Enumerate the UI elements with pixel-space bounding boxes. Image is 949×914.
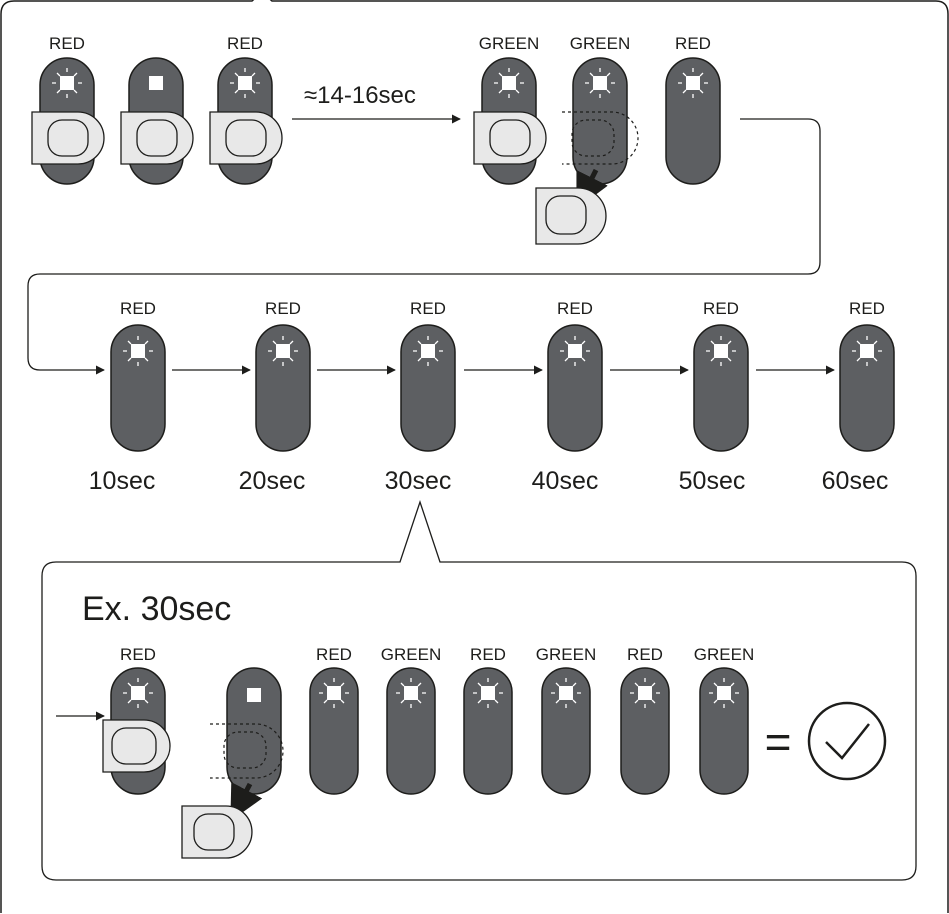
- mid-led-label-6: RED: [849, 299, 885, 318]
- time-label-5: 50sec: [679, 467, 746, 495]
- duration-label: ≈14-16sec: [304, 82, 416, 109]
- time-labels: 10sec 20sec 30sec 40sec 50sec 60sec: [89, 467, 889, 495]
- device-ex-7: [620, 667, 670, 795]
- finger-icon: [473, 111, 547, 165]
- time-label-4: 40sec: [532, 467, 599, 495]
- device-ex-4: [386, 667, 436, 795]
- ex-led-label-1: RED: [120, 645, 156, 664]
- device-mid-6: [839, 324, 895, 452]
- device-top-4: [473, 57, 547, 185]
- device-ex-5: [463, 667, 513, 795]
- finger-icon: [535, 187, 607, 245]
- device-top-6: [665, 57, 721, 185]
- device-mid-2: [255, 324, 311, 452]
- top-row: RED RED GREEN GREEN RED: [27, 34, 821, 375]
- led-flash-icon: [585, 68, 615, 98]
- device-mid-1: [110, 324, 166, 452]
- led-solid-icon: [149, 76, 163, 90]
- example-title: Ex. 30sec: [82, 590, 231, 628]
- top-led-label-3: RED: [227, 34, 263, 53]
- device-top-3: [209, 57, 283, 185]
- device-ex-8: [699, 667, 749, 795]
- example-callout: Ex. 30sec RED RED GREEN RED GREEN RED GR…: [41, 499, 917, 881]
- mid-led-label-1: RED: [120, 299, 156, 318]
- time-label-6: 60sec: [822, 467, 889, 495]
- led-flash-icon: [494, 68, 524, 98]
- device-mid-5: [693, 324, 749, 452]
- device-ex-3: [309, 667, 359, 795]
- ex-led-label-7: RED: [627, 645, 663, 664]
- released-finger-outline: [210, 723, 284, 779]
- device-top-1: [31, 57, 105, 185]
- top-led-label-5: GREEN: [570, 34, 630, 53]
- top-led-label-1: RED: [49, 34, 85, 53]
- device-ex-1: [102, 667, 171, 795]
- mid-led-label-5: RED: [703, 299, 739, 318]
- finger-icon: [181, 805, 253, 859]
- checkmark-circle-icon: [807, 701, 887, 781]
- led-flash-icon: [52, 68, 82, 98]
- device-ex-2: [181, 667, 284, 859]
- top-led-label-6: RED: [675, 34, 711, 53]
- ex-led-label-6: GREEN: [536, 645, 596, 664]
- mid-led-label-2: RED: [265, 299, 301, 318]
- ex-led-label-4: GREEN: [381, 645, 441, 664]
- device-ex-6: [541, 667, 591, 795]
- device-mid-4: [547, 324, 603, 452]
- top-led-label-4: GREEN: [479, 34, 539, 53]
- middle-labels: RED RED RED RED RED RED: [120, 299, 885, 318]
- device-mid-3: [400, 324, 456, 452]
- time-label-2: 20sec: [239, 467, 306, 495]
- mid-led-label-3: RED: [410, 299, 446, 318]
- finger-icon: [31, 111, 105, 165]
- time-label-3: 30sec: [385, 467, 452, 495]
- led-flash-icon: [678, 68, 708, 98]
- ex-led-label-3: RED: [316, 645, 352, 664]
- device-top-2: [120, 57, 194, 185]
- ex-led-label-8: GREEN: [694, 645, 754, 664]
- ex-led-label-5: RED: [470, 645, 506, 664]
- mid-led-label-4: RED: [557, 299, 593, 318]
- equals-sign: =: [765, 716, 792, 768]
- device-top-5: [535, 57, 639, 245]
- finger-icon: [120, 111, 194, 165]
- connector-line: [27, 118, 821, 375]
- middle-row: RED RED RED RED RED RED: [89, 299, 895, 495]
- led-flash-icon: [230, 68, 260, 98]
- released-finger-outline: [562, 111, 639, 165]
- time-label-1: 10sec: [89, 467, 156, 495]
- finger-icon: [102, 719, 171, 773]
- finger-icon: [209, 111, 283, 165]
